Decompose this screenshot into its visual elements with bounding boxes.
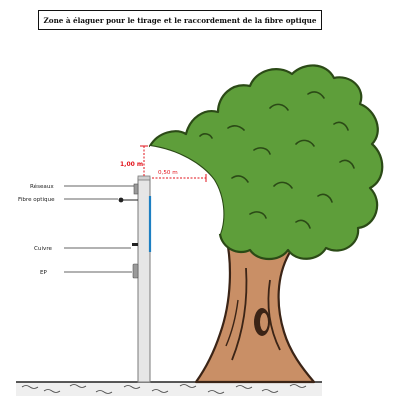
tree-foliage (148, 64, 384, 261)
label-fibre: Fibre optique (18, 197, 55, 203)
label-leaders (64, 185, 134, 273)
label-ep: EP (40, 270, 48, 276)
clearance-dimensions (140, 145, 207, 182)
dimension-vertical-label: 1,00 m (120, 161, 143, 168)
label-cuivre: Cuivre (34, 246, 52, 252)
ground (16, 381, 322, 396)
diagram-title: Zone à élaguer pour le tirage et le racc… (38, 10, 322, 30)
pruning-zone (150, 146, 224, 234)
label-reseau: Réseaux (30, 183, 54, 190)
dimension-horizontal-label: 0,50 m (158, 170, 178, 176)
network-equipment (118, 183, 152, 279)
utility-pole (137, 175, 151, 383)
